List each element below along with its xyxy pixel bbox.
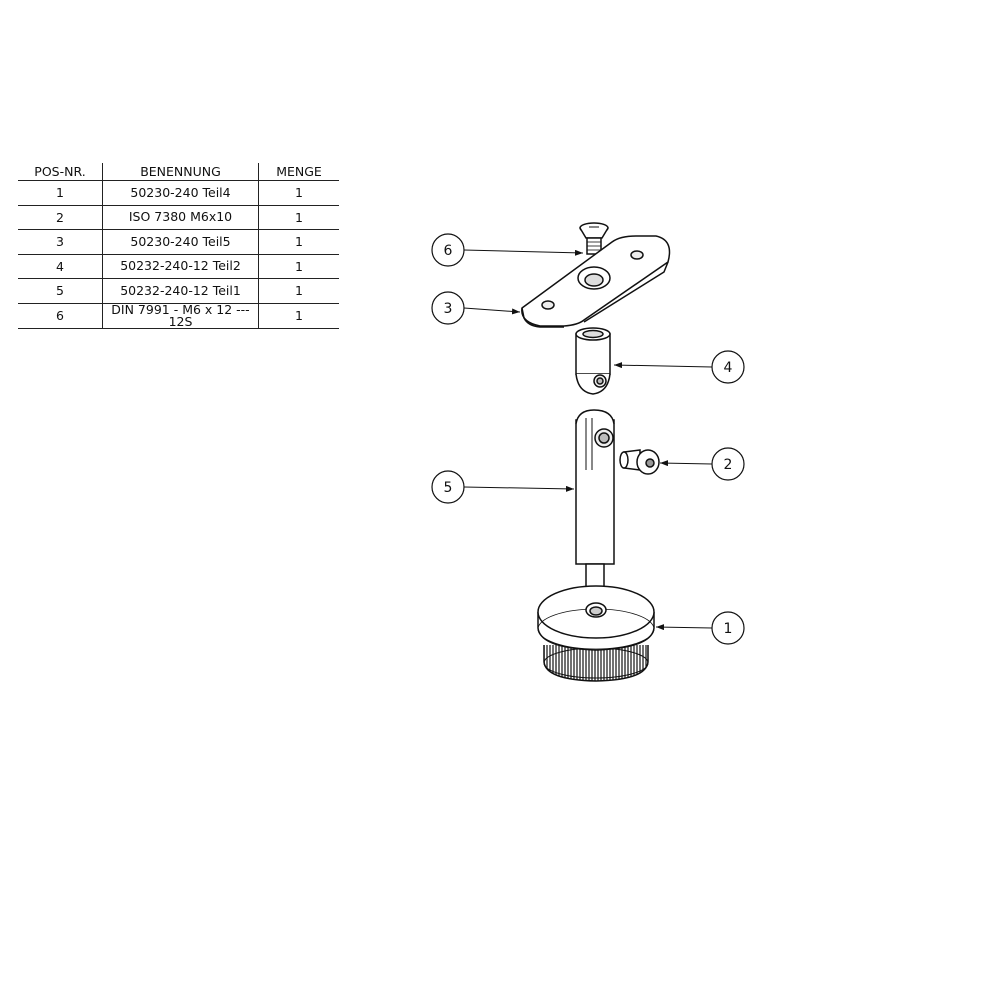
table-row: 2 ISO 7380 M6x10 1 xyxy=(18,204,339,230)
leader-line xyxy=(463,485,575,492)
cell-name: 50230-240 Teil5 xyxy=(102,229,259,255)
mounting-plate-part xyxy=(521,235,671,328)
leader-line xyxy=(659,460,713,467)
cell-name: DIN 7991 - M6 x 12 --- 12S xyxy=(102,302,259,329)
cell-pos: 3 xyxy=(18,229,103,255)
cell-name: 50230-240 Teil4 xyxy=(102,180,259,206)
cell-pos: 2 xyxy=(18,204,103,230)
balloon-4: 4 xyxy=(613,350,745,384)
cell-name: 50232-240-12 Teil2 xyxy=(102,253,259,279)
cell-pos: 4 xyxy=(18,253,103,279)
balloon-number: 1 xyxy=(724,621,733,637)
table-row: 5 50232-240-12 Teil1 1 xyxy=(18,278,339,304)
balloon-number: 5 xyxy=(444,480,453,496)
balloon-number: 4 xyxy=(724,360,733,376)
cell-qty: 1 xyxy=(258,204,339,230)
leader-line xyxy=(463,307,521,315)
cell-name: 50232-240-12 Teil1 xyxy=(102,278,259,304)
parts-list-table: POS-NR. BENENNUNG MENGE 1 50230-240 Teil… xyxy=(18,163,339,329)
table-row: 4 50232-240-12 Teil2 1 xyxy=(18,253,339,279)
leader-line xyxy=(655,624,713,631)
balloon-number: 2 xyxy=(724,457,733,473)
cell-pos: 6 xyxy=(18,302,103,329)
header-qty: MENGE xyxy=(258,163,339,181)
balloon-number: 3 xyxy=(444,301,453,317)
cell-qty: 1 xyxy=(258,229,339,255)
balloon-3: 3 xyxy=(431,291,521,325)
cell-qty: 1 xyxy=(258,253,339,279)
balloon-5: 5 xyxy=(431,470,575,504)
countersunk-screw-part xyxy=(579,222,609,255)
table-row: 6 DIN 7991 - M6 x 12 --- 12S 1 xyxy=(18,302,339,329)
balloon-circle xyxy=(711,350,745,384)
cell-qty: 1 xyxy=(258,180,339,206)
post-part xyxy=(575,409,615,593)
balloon-number: 6 xyxy=(444,243,453,259)
leader-line xyxy=(613,362,713,369)
balloon-6: 6 xyxy=(431,233,584,267)
cell-name: ISO 7380 M6x10 xyxy=(102,204,259,230)
cell-qty: 1 xyxy=(258,302,339,329)
balloon-circle xyxy=(711,611,745,645)
button-head-screw-part xyxy=(619,449,660,475)
cell-qty: 1 xyxy=(258,278,339,304)
leader-line xyxy=(463,249,584,256)
header-pos: POS-NR. xyxy=(18,163,103,181)
balloon-2: 2 xyxy=(659,447,745,481)
balloon-circle xyxy=(431,291,465,325)
table-row: 3 50230-240 Teil5 1 xyxy=(18,229,339,255)
upper-clevis-part xyxy=(575,327,611,395)
balloon-circle xyxy=(711,447,745,481)
balloon-circle xyxy=(431,470,465,504)
end-cap-base-part xyxy=(537,585,655,682)
balloon-circle xyxy=(431,233,465,267)
balloon-1: 1 xyxy=(655,611,745,645)
